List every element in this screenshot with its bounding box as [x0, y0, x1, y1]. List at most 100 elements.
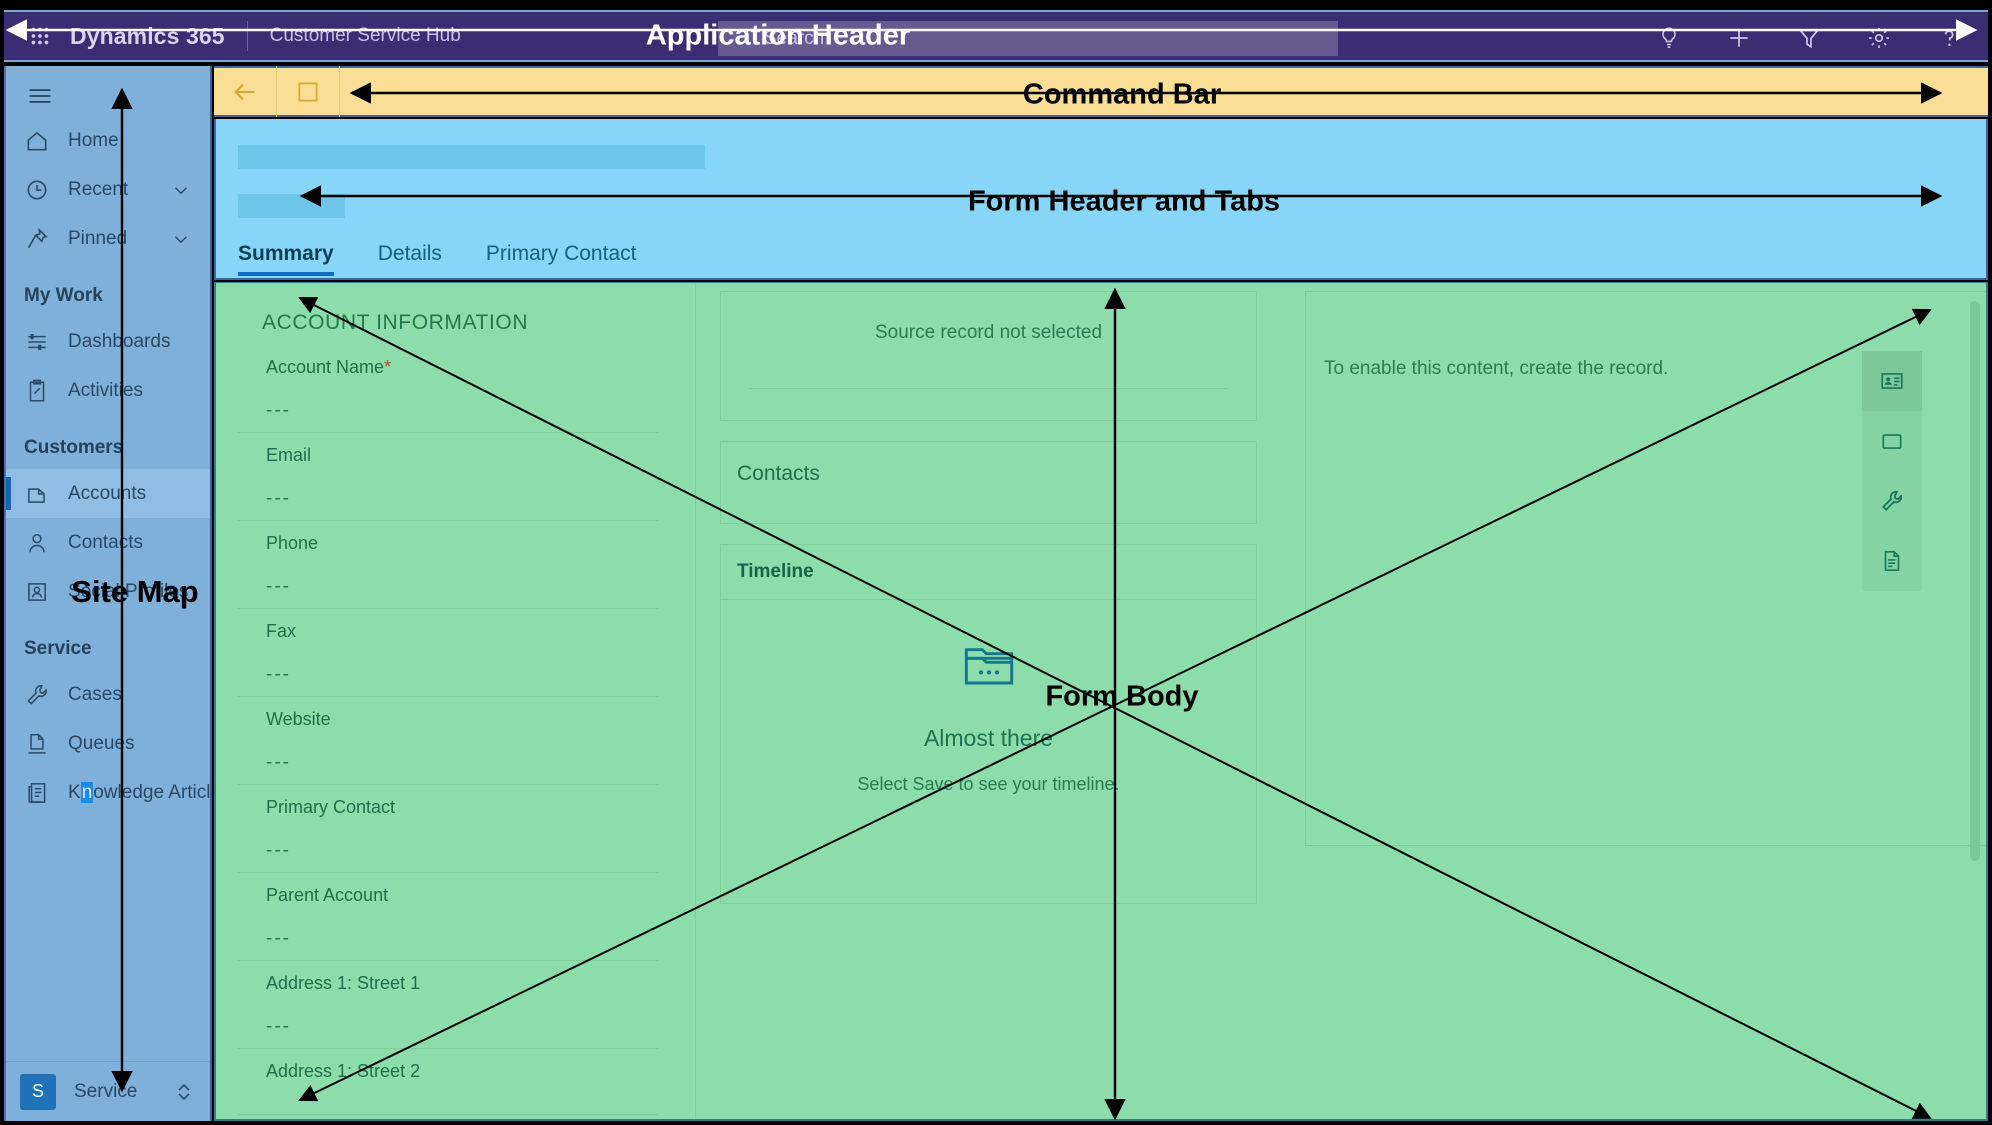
form-field[interactable]: Email --- — [238, 433, 658, 521]
save-button[interactable] — [277, 66, 340, 117]
help-icon[interactable] — [1936, 25, 1962, 51]
nav-group-title: Customers — [24, 437, 124, 458]
sitemap-footer-label: Service — [74, 1080, 138, 1102]
sidebar-item-label: Knowledge Articles — [68, 781, 211, 803]
field-label: Parent Account — [266, 885, 389, 905]
field-value[interactable]: --- — [266, 928, 291, 949]
field-list: Account Name*---Email---Phone---Fax---We… — [238, 345, 695, 1115]
timeline-card-title: Timeline — [737, 561, 814, 582]
sidebar-item-accounts[interactable]: Accounts — [6, 469, 210, 518]
divider — [721, 599, 1256, 600]
empty-state-title: Almost there — [923, 725, 1054, 751]
sidebar-item-pinned[interactable]: Pinned — [6, 214, 210, 263]
form-field[interactable]: Primary Contact --- — [238, 785, 658, 873]
folder-ellipsis-icon — [957, 631, 1021, 695]
contact-card-icon[interactable] — [1862, 351, 1922, 411]
source-record-card: Source record not selected — [720, 291, 1257, 421]
sidebar-item-label: Contacts — [68, 531, 143, 553]
avatar: S — [20, 1073, 56, 1110]
form-field[interactable]: Address 1: Street 1 --- — [238, 961, 658, 1049]
sidebar-item-label: Pinned — [68, 227, 128, 249]
document-icon[interactable] — [1862, 531, 1922, 591]
sidebar-item-home[interactable]: Home — [6, 116, 210, 165]
contact-person-icon — [24, 530, 50, 556]
tab-summary[interactable]: Summary — [238, 242, 334, 278]
sidebar-item-queues[interactable]: Queues — [6, 719, 210, 768]
form-field[interactable]: Website--- — [238, 697, 658, 785]
field-label: Fax — [266, 621, 297, 641]
divider — [749, 388, 1228, 389]
pin-icon — [24, 226, 50, 252]
field-label: Account Name* — [266, 357, 392, 377]
annotation-form-body: Form Body — [1045, 680, 1199, 713]
record-subtitle-placeholder — [238, 194, 345, 218]
brand-title: Dynamics 365 — [70, 22, 225, 49]
annotation-form-header-tabs: Form Header and Tabs — [967, 185, 1281, 218]
right-column: To enable this content, create the recor… — [1281, 283, 1986, 1119]
site-map-nav: Home Recent Pinned — [4, 66, 212, 1121]
contacts-card[interactable]: Contacts — [720, 441, 1257, 524]
form-field[interactable]: Address 1: Street 2 — [238, 1049, 658, 1115]
chevron-up-down-icon[interactable] — [174, 1080, 194, 1104]
sidebar-item-label: Accounts — [68, 482, 147, 504]
sidebar-item-label: Dashboards — [68, 330, 171, 352]
sidebar-item-cases[interactable]: Cases — [6, 670, 210, 719]
right-icon-rail — [1862, 351, 1922, 591]
field-value[interactable]: --- — [266, 840, 291, 861]
field-value[interactable]: --- — [266, 752, 291, 773]
field-value[interactable]: --- — [266, 664, 291, 685]
plus-icon[interactable] — [1726, 25, 1752, 51]
article-icon — [24, 780, 50, 806]
field-label: Address 1: Street 1 — [266, 973, 421, 993]
sidebar-item-dashboards[interactable]: Dashboards — [6, 317, 210, 366]
annotation-site-map: Site Map — [71, 574, 199, 609]
sidebar-item-recent[interactable]: Recent — [6, 165, 210, 214]
field-value[interactable]: --- — [266, 488, 291, 509]
form-tabs: Summary Details Primary Contact — [238, 222, 636, 278]
tab-details[interactable]: Details — [377, 242, 442, 265]
required-asterisk: * — [384, 357, 392, 377]
sitemap-user-footer[interactable]: S Service — [6, 1061, 210, 1121]
gear-icon[interactable] — [1866, 25, 1892, 51]
form-field[interactable]: Phone --- — [238, 521, 658, 609]
form-field[interactable]: Parent Account --- — [238, 873, 658, 961]
field-label: Email — [266, 445, 312, 465]
field-value[interactable]: --- — [266, 576, 291, 597]
timeline-card: Timeline Almost there Se — [720, 544, 1257, 904]
back-button[interactable] — [214, 66, 277, 117]
sidebar-item-label: Queues — [68, 732, 135, 754]
form-field[interactable]: Account Name* --- — [238, 345, 658, 433]
sidebar-item-knowledge-articles[interactable]: Knowledge Articles — [6, 768, 210, 817]
hamburger-icon[interactable] — [26, 82, 54, 110]
section-title: ACCOUNT INFORMATION — [262, 311, 529, 334]
nav-group-title: My Work — [24, 285, 103, 306]
contacts-card-title: Contacts — [737, 462, 820, 485]
chevron-down-icon[interactable] — [170, 179, 192, 201]
form-field[interactable]: Fax --- — [238, 609, 658, 697]
filter-icon[interactable] — [1796, 25, 1822, 51]
field-value[interactable]: --- — [266, 1016, 291, 1037]
account-information-column: ACCOUNT INFORMATION Account Name*---Emai… — [216, 283, 696, 1119]
sidebar-item-activities[interactable]: Activities — [6, 366, 210, 415]
waffle-grid-icon[interactable] — [18, 23, 64, 49]
wrench-icon[interactable] — [1862, 471, 1922, 531]
annotation-application-header: Application Header — [645, 19, 911, 52]
social-profile-icon — [24, 579, 50, 605]
sidebar-item-label: Cases — [68, 683, 122, 705]
tab-primary-contact[interactable]: Primary Contact — [485, 242, 637, 265]
field-value[interactable]: --- — [266, 400, 291, 421]
sidebar-item-contacts[interactable]: Contacts — [6, 518, 210, 567]
lightbulb-icon[interactable] — [1656, 25, 1682, 51]
application-header: Dynamics 365 Customer Service Hub Search — [4, 10, 1988, 62]
annotation-command-bar: Command Bar — [1022, 78, 1222, 111]
dashboard-icon — [24, 329, 50, 355]
clock-icon — [24, 177, 50, 203]
source-record-message: Source record not selected — [874, 322, 1103, 343]
vertical-scrollbar[interactable] — [1970, 301, 1980, 861]
field-label: Primary Contact — [266, 797, 396, 817]
header-icon-group — [1656, 12, 1962, 64]
wrench-icon — [24, 682, 50, 708]
field-label: Phone — [266, 533, 319, 553]
chevron-down-icon[interactable] — [170, 228, 192, 250]
folder-icon[interactable] — [1862, 411, 1922, 471]
